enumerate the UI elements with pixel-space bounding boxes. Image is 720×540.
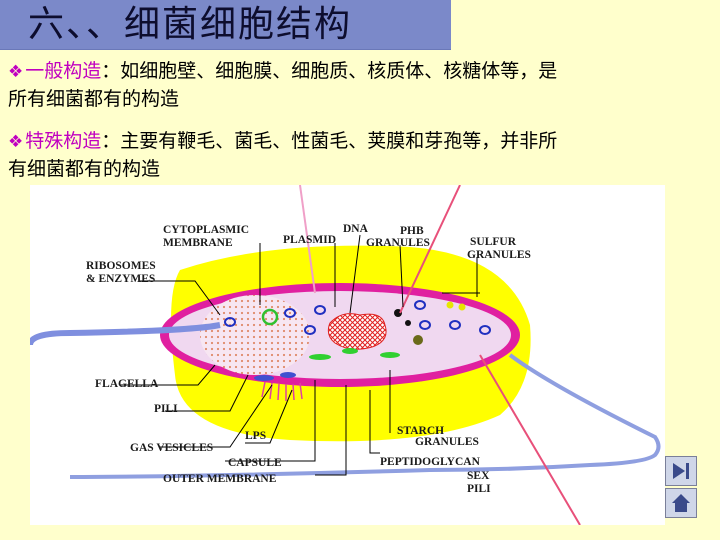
gas-vesicles — [254, 372, 296, 381]
flagellum-loop — [69, 353, 661, 479]
label-capsule: CAPSULE — [228, 457, 282, 469]
leader-lines — [120, 234, 480, 476]
home-button[interactable] — [665, 488, 697, 518]
sex-pilus-2 — [399, 185, 461, 314]
paragraph-special: ❖特殊构造：主要有鞭毛、菌毛、性菌毛、荚膜和芽孢等，并非所 — [8, 127, 557, 156]
plasmid-rings — [224, 300, 491, 335]
slide-title: 六、、细菌细胞结构 — [28, 4, 353, 45]
nucleoid-dna — [327, 313, 387, 350]
paragraph-general-line2: 所有细菌都有的构造 — [8, 88, 180, 110]
title-bar: 六、、细菌细胞结构 — [0, 0, 451, 50]
label-plasmid: PLASMID — [283, 234, 336, 246]
paragraph-general: ❖一般构造：如细胞壁、细胞膜、细胞质、核质体、核糖体等，是 — [8, 57, 557, 86]
label-lps: LPS — [245, 430, 266, 442]
special-text: ：主要有鞭毛、菌毛、性菌毛、荚膜和芽孢等，并非所 — [101, 130, 558, 152]
label-gas-vesicles: GAS VESICLES — [130, 442, 213, 454]
paragraph-special-line2: 有细菌都有的构造 — [8, 158, 161, 180]
diamond-bullet-icon: ❖ — [8, 132, 24, 152]
sex-pilus-1 — [299, 185, 316, 294]
general-text: ：如细胞壁、细胞膜、细胞质、核质体、核糖体等，是 — [101, 60, 558, 82]
diamond-bullet-icon: ❖ — [8, 62, 24, 82]
label-starch: STARCH — [397, 425, 444, 437]
label-sex-pili: PILI — [467, 483, 491, 495]
label-peptidoglycan: PEPTIDOGLYCAN — [380, 456, 481, 468]
ribosome-area — [200, 295, 310, 375]
home-icon — [672, 494, 690, 512]
label-cytoplasmic: CYTOPLASMIC — [163, 224, 249, 236]
label-sulfur: SULFUR — [470, 236, 517, 248]
cell-diagram-svg: CYTOPLASMIC MEMBRANE PLASMID DNA PHB GRA… — [30, 185, 661, 525]
next-slide-button[interactable] — [665, 456, 697, 486]
label-membrane: MEMBRANE — [163, 237, 233, 249]
label-starch-granules: GRANULES — [415, 436, 479, 448]
label-outer-membrane: OUTER MEMBRANE — [163, 473, 277, 485]
label-ribosomes: RIBOSOMES — [86, 260, 156, 272]
sex-pilus-3 — [479, 354, 581, 525]
label-enzymes: & ENZYMES — [86, 273, 155, 285]
bacterial-cell-diagram: CYTOPLASMIC MEMBRANE PLASMID DNA PHB GRA… — [30, 185, 665, 525]
sulfur-granules — [446, 301, 466, 311]
label-phb-granules: GRANULES — [366, 237, 430, 249]
plasmid-green-ring — [261, 308, 279, 326]
starch-granules — [309, 348, 400, 360]
label-sulfur-granules: GRANULES — [467, 249, 531, 261]
label-pili: PILI — [154, 403, 178, 415]
label-dna: DNA — [343, 223, 369, 235]
term-general: 一般构造 — [25, 60, 102, 82]
term-special: 特殊构造 — [25, 130, 102, 152]
flagellum — [30, 322, 221, 346]
label-sex: SEX — [467, 470, 490, 482]
label-flagella: FLAGELLA — [95, 378, 159, 390]
label-phb: PHB — [400, 225, 424, 237]
end-icon — [673, 463, 689, 479]
